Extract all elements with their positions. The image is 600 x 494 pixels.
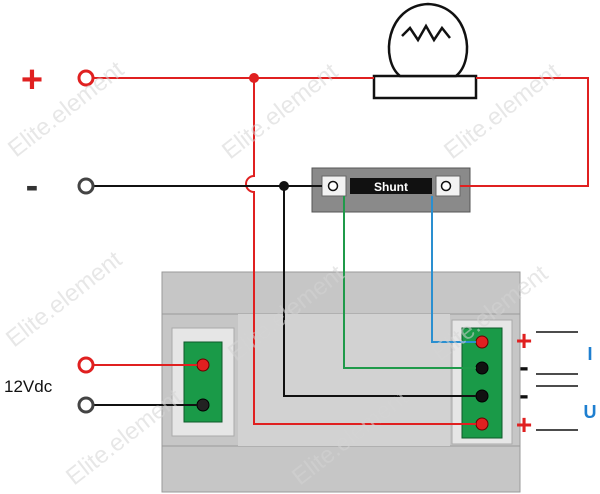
supply-minus-sign: - bbox=[26, 165, 39, 207]
shunt-resistor bbox=[350, 178, 432, 194]
power-input-positive-terminal bbox=[77, 356, 95, 374]
lamp-base bbox=[372, 74, 478, 100]
power-input-negative-terminal bbox=[77, 396, 95, 414]
junction-positive bbox=[249, 73, 259, 83]
output-labels: + - - + I U bbox=[516, 325, 597, 440]
supply-plus-sign: + bbox=[21, 59, 43, 101]
output-sign-3: - bbox=[519, 379, 528, 410]
supply-negative-terminal bbox=[77, 177, 95, 195]
module-top-band bbox=[161, 271, 521, 315]
wires bbox=[94, 73, 589, 425]
output-sign-4: + bbox=[516, 409, 532, 440]
power-input-label: 12Vdc bbox=[4, 377, 53, 396]
output-terminal-4 bbox=[475, 417, 489, 431]
watermark-2: Elite.element bbox=[217, 58, 343, 165]
output-terminal-2 bbox=[475, 361, 489, 375]
wire-negative-to-output-3 bbox=[283, 186, 476, 397]
input-terminal-negative bbox=[196, 398, 210, 412]
watermark-4: Elite.element bbox=[1, 246, 127, 353]
wire-sense-green bbox=[343, 196, 476, 369]
shunt-right-screw bbox=[440, 180, 452, 192]
output-sign-2: - bbox=[519, 351, 528, 382]
output-terminal-3 bbox=[475, 389, 489, 403]
input-terminal-positive bbox=[196, 358, 210, 372]
lamp-filament bbox=[401, 23, 451, 43]
voltage-label: U bbox=[584, 402, 597, 422]
shunt: Shunt bbox=[311, 167, 471, 213]
shunt-left-screw bbox=[327, 180, 339, 192]
lamp bbox=[372, 2, 478, 100]
wire-sense-blue bbox=[431, 196, 476, 343]
wire-lamp-to-shunt bbox=[460, 77, 589, 187]
current-label: I bbox=[587, 344, 592, 364]
lamp-bulb bbox=[387, 2, 469, 78]
supply-positive-terminal bbox=[77, 69, 95, 87]
input-terminal-block bbox=[183, 341, 223, 423]
shunt-label: Shunt bbox=[374, 180, 408, 194]
output-sign-1: + bbox=[516, 325, 532, 356]
